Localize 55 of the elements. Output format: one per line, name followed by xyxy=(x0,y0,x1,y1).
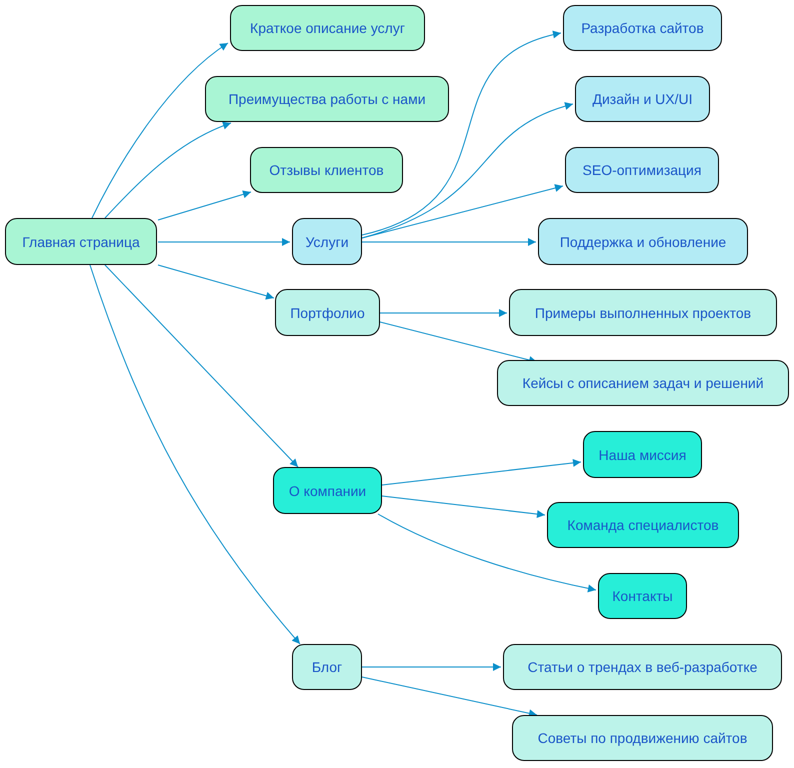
page-box xyxy=(547,502,739,548)
page-box xyxy=(497,360,789,406)
page-box xyxy=(230,5,425,51)
arrow xyxy=(380,309,508,317)
node-label: Наша миссия xyxy=(598,446,686,462)
arrow xyxy=(382,458,582,486)
arrow xyxy=(92,42,228,218)
arrow xyxy=(362,663,502,671)
node-label: Блог xyxy=(312,659,342,675)
page-box xyxy=(565,147,719,193)
page-box xyxy=(205,76,449,122)
page-box xyxy=(292,644,362,690)
node-label: Поддержка и обновление xyxy=(560,234,726,250)
node-label: Дизайн и UX/UI xyxy=(592,91,692,107)
node-label: Разработка сайтов xyxy=(581,20,704,36)
arrow xyxy=(158,238,290,246)
page-box xyxy=(563,5,722,51)
node-label: Портфолио xyxy=(290,304,365,320)
page-box xyxy=(509,289,777,336)
arrow xyxy=(158,190,252,220)
arrow xyxy=(382,496,546,518)
arrow xyxy=(158,264,274,300)
page-box xyxy=(512,715,773,761)
page-box xyxy=(5,218,157,265)
node-label: Статьи о трендах в веб-разработке xyxy=(528,659,758,675)
arrow xyxy=(362,102,574,238)
node-label: Примеры выполненных проектов xyxy=(534,304,752,320)
node-label: SEO-оптимизация xyxy=(582,162,702,178)
page-box xyxy=(538,218,748,265)
node-label: Отзывы клиентов xyxy=(269,162,384,178)
page-box xyxy=(503,644,782,690)
node-label: Советы по продвижению сайтов xyxy=(538,730,748,746)
page-box xyxy=(250,147,403,193)
node-label: Команда специалистов xyxy=(567,517,719,533)
node-label: Главная страница xyxy=(22,234,140,250)
arrow xyxy=(104,122,232,218)
node-label: О компании xyxy=(288,482,366,498)
arrow xyxy=(362,238,536,246)
node-label: Преимущества работы с нами xyxy=(228,91,426,107)
page-box xyxy=(275,289,380,336)
arrow xyxy=(104,264,298,468)
arrow xyxy=(90,264,300,644)
page-box xyxy=(575,76,710,122)
page-box xyxy=(292,218,362,265)
arrow xyxy=(362,184,564,238)
node-label: Контакты xyxy=(612,588,673,604)
page-box xyxy=(598,573,687,619)
node-label: Услуги xyxy=(305,234,349,250)
arrow xyxy=(378,514,596,592)
page-box xyxy=(273,467,382,514)
arrow xyxy=(362,31,562,236)
page-box xyxy=(583,431,702,478)
node-label: Краткое описание услуг xyxy=(250,20,405,36)
node-label: Кейсы с описанием задач и решений xyxy=(522,375,764,391)
arrow xyxy=(362,676,538,718)
